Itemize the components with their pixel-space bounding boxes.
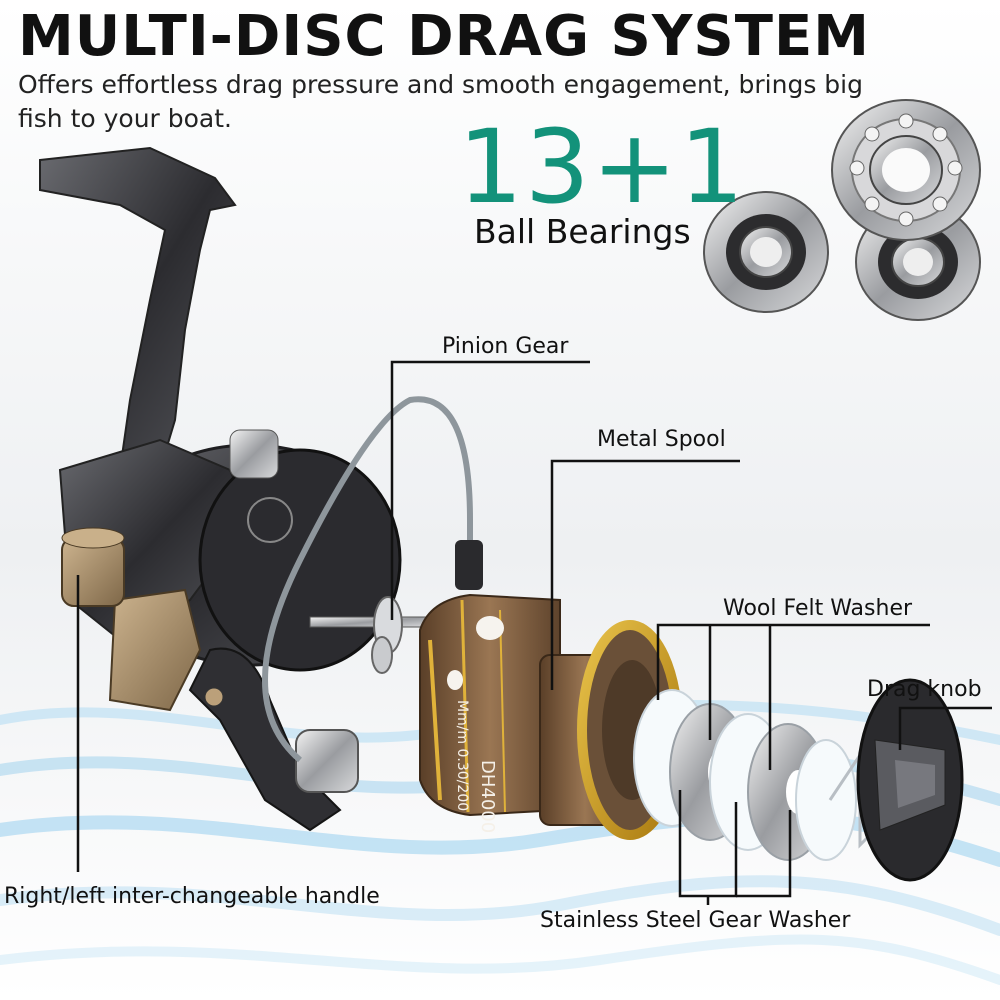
callout-handle: Right/left inter-changeable handle — [4, 884, 380, 909]
bearing-left — [703, 191, 829, 313]
bearing-count: 13+1 — [458, 108, 747, 227]
bearing-count-label: Ball Bearings — [474, 212, 691, 251]
callout-gear-washer: Stainless Steel Gear Washer — [540, 908, 851, 933]
headline: MULTI-DISC DRAG SYSTEM — [18, 4, 870, 69]
spinning-reel-image — [39, 146, 483, 832]
washers-image — [633, 689, 887, 861]
ball-bearings-image — [703, 99, 981, 321]
spool-model-print: DH4000 — [477, 760, 498, 833]
pinion-gear — [371, 596, 403, 674]
callout-wool-felt-washer: Wool Felt Washer — [723, 596, 913, 621]
callout-drag-knob: Drag knob — [867, 677, 982, 702]
drag-knob-image — [856, 678, 964, 882]
spool-capacity-print: Mm/m 0.30/200 — [454, 700, 470, 811]
callout-lines — [76, 360, 992, 905]
headline-description: Offers effortless drag pressure and smoo… — [18, 70, 863, 133]
callout-pinion-gear: Pinion Gear — [442, 334, 569, 359]
callout-metal-spool: Metal Spool — [597, 427, 726, 452]
bearing-top — [831, 99, 981, 241]
